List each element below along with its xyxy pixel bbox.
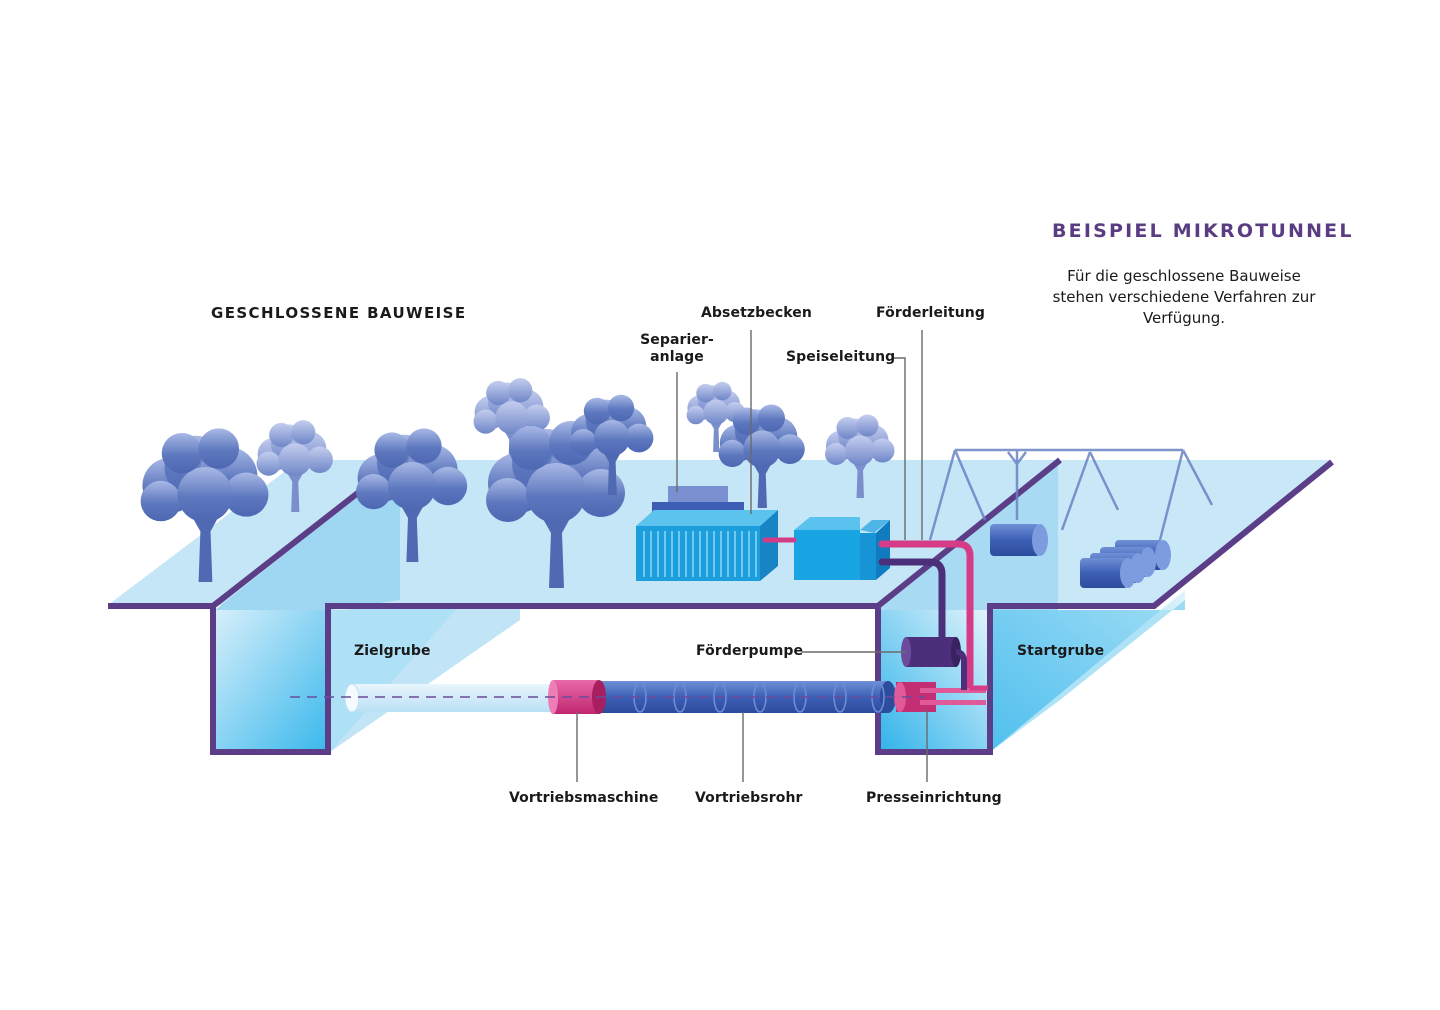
foerderpumpe <box>901 637 967 690</box>
leader-lines <box>576 330 928 782</box>
label-separieranlage-line2: anlage <box>650 349 704 365</box>
label-speiseleitung: Speiseleitung <box>786 349 896 365</box>
label-foerderleitung: Förderleitung <box>876 305 985 321</box>
tree-icon <box>570 394 654 495</box>
tree-icon <box>718 404 805 508</box>
label-separieranlage: Separier- anlage <box>636 332 718 366</box>
absetzbecken-unit <box>794 517 890 580</box>
label-separieranlage-line1: Separier- <box>640 332 714 348</box>
surface-pipes <box>762 537 974 692</box>
container-ribs <box>643 531 757 577</box>
tree-icon <box>140 428 269 582</box>
label-vortriebsmaschine: Vortriebsmaschine <box>509 790 659 806</box>
tree-icon <box>356 428 468 562</box>
tree-icon <box>825 414 895 498</box>
trees <box>140 378 895 588</box>
label-startgrube: Startgrube <box>1017 643 1105 659</box>
section-heading: GESCHLOSSENE BAUWEISE <box>211 304 467 322</box>
label-absetzbecken: Absetzbecken <box>701 305 812 321</box>
label-presseinrichtung: Presseinrichtung <box>866 790 1002 806</box>
stored-pipes <box>990 524 1171 588</box>
tree-icon <box>686 381 745 452</box>
diagram-title: BEISPIEL MIKROTUNNEL <box>1052 220 1354 242</box>
label-vortriebsrohr: Vortriebsrohr <box>695 790 803 806</box>
tree-icon <box>256 420 333 512</box>
diagram-description: Für die geschlossene Bauweise stehen ver… <box>1052 267 1316 327</box>
crane-frame <box>928 448 1214 541</box>
label-zielgrube: Zielgrube <box>354 643 431 659</box>
label-foerderpumpe: Förderpumpe <box>696 643 804 659</box>
